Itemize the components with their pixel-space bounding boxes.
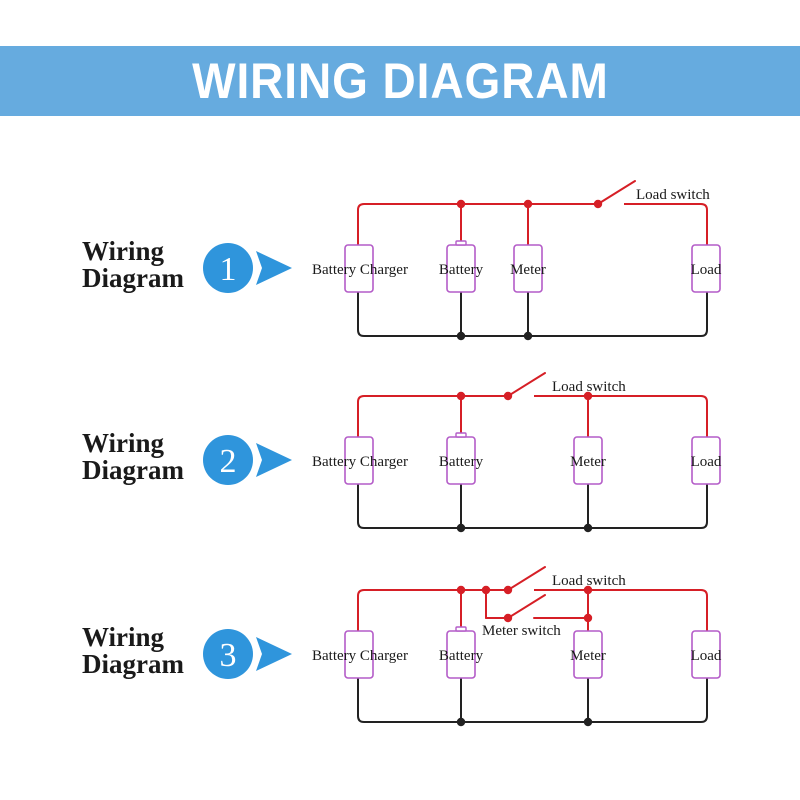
diagram-1-title: Wiring Diagram xyxy=(82,238,184,292)
load-switch-arm xyxy=(507,566,546,591)
diagram-1-title-line1: Wiring xyxy=(82,236,165,266)
meter-box xyxy=(573,630,603,679)
load-switch-arm xyxy=(597,180,636,205)
junction-dot xyxy=(523,199,533,209)
header-banner: WIRING DIAGRAM xyxy=(0,46,800,116)
junction-dot xyxy=(583,585,593,595)
arrow-icon xyxy=(256,251,292,285)
load-switch-label: Load switch xyxy=(552,573,626,589)
load-label: Load xyxy=(691,648,722,664)
diagram-3-title: Wiring Diagram xyxy=(82,624,184,678)
page-title: WIRING DIAGRAM xyxy=(191,53,609,109)
load-box xyxy=(691,630,721,679)
load-switch-label: Load switch xyxy=(552,379,626,395)
junction-dot xyxy=(456,199,466,209)
positive-rail-left xyxy=(357,395,508,437)
junction-dot xyxy=(583,613,593,623)
diagram-2-title: Wiring Diagram xyxy=(82,430,184,484)
diagram-2-title-line2: Diagram xyxy=(82,455,184,485)
positive-rail-right xyxy=(624,203,708,245)
junction-dot xyxy=(456,523,466,533)
battery-terminal xyxy=(455,240,467,246)
load-switch-label: Load switch xyxy=(636,187,710,203)
battery-charger-label: Battery Charger xyxy=(312,648,408,664)
diagram-3-title-line1: Wiring xyxy=(82,622,165,652)
number-badge-2 xyxy=(203,435,253,485)
circuit-1: 1 Battery Charger Battery Meter Load Load swi… xyxy=(203,180,722,341)
junction-dot xyxy=(456,717,466,727)
battery-label: Battery xyxy=(439,262,484,278)
meter-switch-arm xyxy=(507,594,546,619)
battery-charger-label: Battery Charger xyxy=(312,454,408,470)
junction-dot xyxy=(583,391,593,401)
load-label: Load xyxy=(691,454,722,470)
arrow-icon xyxy=(256,637,292,671)
arrow-icon xyxy=(256,443,292,477)
negative-rail xyxy=(357,484,708,529)
meter-label: Meter xyxy=(510,262,546,278)
load-box xyxy=(691,436,721,485)
battery-label: Battery xyxy=(439,648,484,664)
number-badge-3-text: 3 xyxy=(220,637,237,674)
number-badge-1-text: 1 xyxy=(220,251,237,288)
positive-rail-left xyxy=(357,203,598,245)
battery-charger-label: Battery Charger xyxy=(312,262,408,278)
meter-box xyxy=(513,244,543,293)
number-badge-2-text: 2 xyxy=(220,443,237,480)
battery-charger-box xyxy=(344,630,374,679)
number-badge-1 xyxy=(203,243,253,293)
meter-switch-label: Meter switch xyxy=(482,623,561,639)
junction-dot xyxy=(523,331,533,341)
circuit-2: 2 Battery Charger Battery Meter Load Load swi… xyxy=(203,372,722,533)
battery-charger-box xyxy=(344,244,374,293)
meter-label: Meter xyxy=(570,454,606,470)
junction-dot xyxy=(456,585,466,595)
negative-rail xyxy=(357,292,708,337)
number-badge-3 xyxy=(203,629,253,679)
junction-dot xyxy=(456,391,466,401)
positive-rail-right xyxy=(534,589,708,631)
junction-dot xyxy=(456,331,466,341)
junction-dot xyxy=(583,523,593,533)
positive-rail-right xyxy=(534,395,708,437)
battery-terminal xyxy=(455,626,467,632)
diagram-1-title-line2: Diagram xyxy=(82,263,184,293)
circuit-3: 3 Battery Charger Battery Meter Load Load swi… xyxy=(203,566,722,727)
battery-terminal xyxy=(455,432,467,438)
diagram-3-title-line2: Diagram xyxy=(82,649,184,679)
battery-charger-box xyxy=(344,436,374,485)
junction-dot xyxy=(583,717,593,727)
load-label: Load xyxy=(691,262,722,278)
negative-rail xyxy=(357,678,708,723)
battery-label: Battery xyxy=(439,454,484,470)
load-box xyxy=(691,244,721,293)
meter-box xyxy=(573,436,603,485)
positive-rail-left xyxy=(357,589,508,631)
meter-label: Meter xyxy=(570,648,606,664)
diagram-2-title-line1: Wiring xyxy=(82,428,165,458)
load-switch-arm xyxy=(507,372,546,397)
